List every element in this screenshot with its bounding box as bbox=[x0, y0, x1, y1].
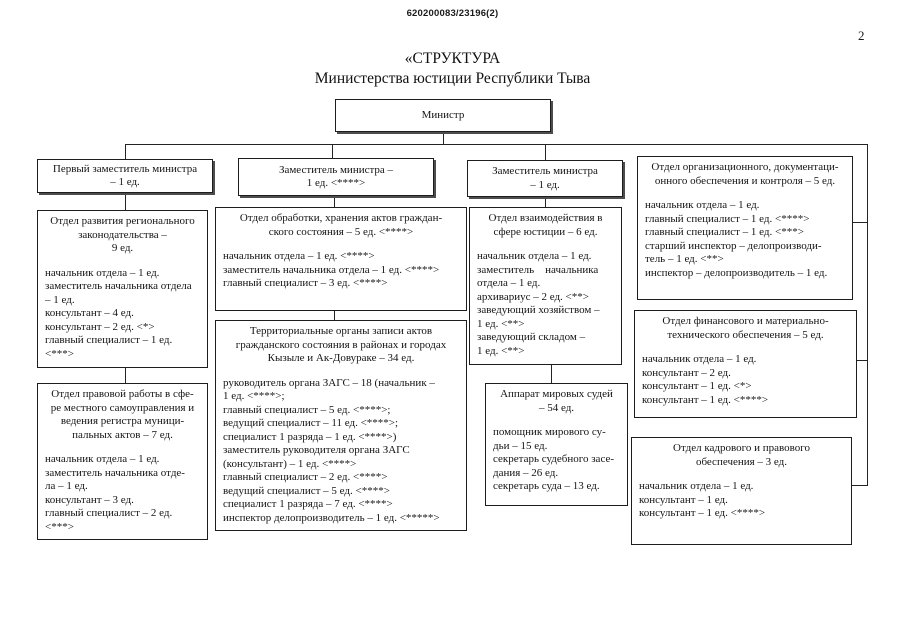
dept-staff-list: руководитель органа ЗАГС – 18 (начальник… bbox=[223, 376, 440, 524]
dept-title: Отдел развития регионального законодател… bbox=[50, 215, 195, 254]
connector-line bbox=[125, 192, 127, 211]
deputy-minister-label: Заместитель министра – 1 ед. bbox=[492, 165, 598, 191]
connector-line bbox=[332, 144, 334, 159]
connector-line bbox=[334, 195, 336, 208]
dept-org-documentation-control-box: Отдел организационного, документаци- онн… bbox=[637, 156, 853, 300]
dept-magistrates-staff-box: Аппарат мировых судей – 54 ед. помощник … bbox=[485, 383, 628, 506]
dept-title: Отдел правовой работы в сфе- ре местного… bbox=[50, 388, 195, 441]
dept-staff-list: начальник отдела – 1 ед. консультант – 2… bbox=[642, 353, 769, 406]
minister-label: Министр bbox=[421, 108, 465, 121]
dept-staff-list: начальник отдела – 1 ед. заместитель нач… bbox=[477, 250, 600, 357]
chart-title: «СТРУКТУРА bbox=[404, 50, 501, 67]
dept-title: Отдел взаимодействия в сфере юстиции – 6… bbox=[488, 212, 603, 238]
connector-line bbox=[857, 360, 868, 362]
deputy-minister-zags-label: Заместитель министра – 1 ед. <****> bbox=[278, 163, 394, 190]
dept-staff-list: помощник мирового су- дьи – 15 ед. секре… bbox=[493, 426, 614, 492]
dept-staff-list: начальник отдела – 1 ед. заместитель нач… bbox=[45, 453, 185, 533]
dept-title: Отдел организационного, документаци- онн… bbox=[651, 161, 839, 187]
connector-line bbox=[545, 144, 547, 161]
deputy-minister-zags-box: Заместитель министра – 1 ед. <****> bbox=[238, 158, 434, 196]
dept-territorial-zags-box: Территориальные органы записи актов граж… bbox=[215, 320, 467, 531]
connector-line bbox=[852, 485, 868, 487]
minister-box: Министр bbox=[335, 99, 551, 132]
dept-civil-acts-processing-box: Отдел обработки, хранения актов граждан-… bbox=[215, 207, 467, 311]
connector-line bbox=[334, 310, 336, 321]
first-deputy-minister-box: Первый заместитель министра – 1 ед. bbox=[37, 159, 213, 193]
dept-justice-interaction-box: Отдел взаимодействия в сфере юстиции – 6… bbox=[469, 207, 622, 365]
dept-municipal-legal-work-box: Отдел правовой работы в сфе- ре местного… bbox=[37, 383, 208, 540]
connector-line bbox=[853, 222, 868, 224]
dept-staff-list: начальник отдела – 1 ед. заместитель нач… bbox=[45, 266, 192, 360]
connector-line bbox=[551, 364, 553, 384]
chart-subtitle: Министерства юстиции Республики Тыва bbox=[314, 70, 591, 87]
page-number: 2 bbox=[858, 28, 865, 43]
deputy-minister-box: Заместитель министра – 1 ед. bbox=[467, 160, 623, 197]
connector-line bbox=[867, 144, 869, 486]
dept-staff-list: начальник отдела – 1 ед. главный специал… bbox=[645, 199, 828, 279]
connector-line bbox=[545, 196, 547, 208]
connector-line bbox=[125, 144, 868, 146]
dept-regional-legislation-box: Отдел развития регионального законодател… bbox=[37, 210, 208, 368]
first-deputy-minister-label: Первый заместитель министра – 1 ед. bbox=[52, 162, 198, 189]
dept-title: Аппарат мировых судей – 54 ед. bbox=[500, 388, 613, 414]
dept-personnel-legal-box: Отдел кадрового и правового обеспечения … bbox=[631, 437, 852, 545]
dept-finance-material-box: Отдел финансового и материально- техниче… bbox=[634, 310, 857, 418]
dept-title: Отдел кадрового и правового обеспечения … bbox=[673, 442, 810, 468]
dept-title: Отдел обработки, хранения актов граждан-… bbox=[239, 212, 443, 238]
connector-line bbox=[125, 367, 127, 384]
dept-staff-list: начальник отдела – 1 ед. <****> заместит… bbox=[223, 250, 440, 289]
dept-staff-list: начальник отдела – 1 ед. консультант – 1… bbox=[639, 480, 766, 519]
doc-number: 620200083/23196(2) bbox=[406, 8, 499, 19]
dept-title: Отдел финансового и материально- техниче… bbox=[662, 315, 829, 341]
connector-line bbox=[443, 131, 445, 145]
dept-title: Территориальные органы записи актов граж… bbox=[235, 325, 447, 364]
connector-line bbox=[125, 144, 127, 160]
